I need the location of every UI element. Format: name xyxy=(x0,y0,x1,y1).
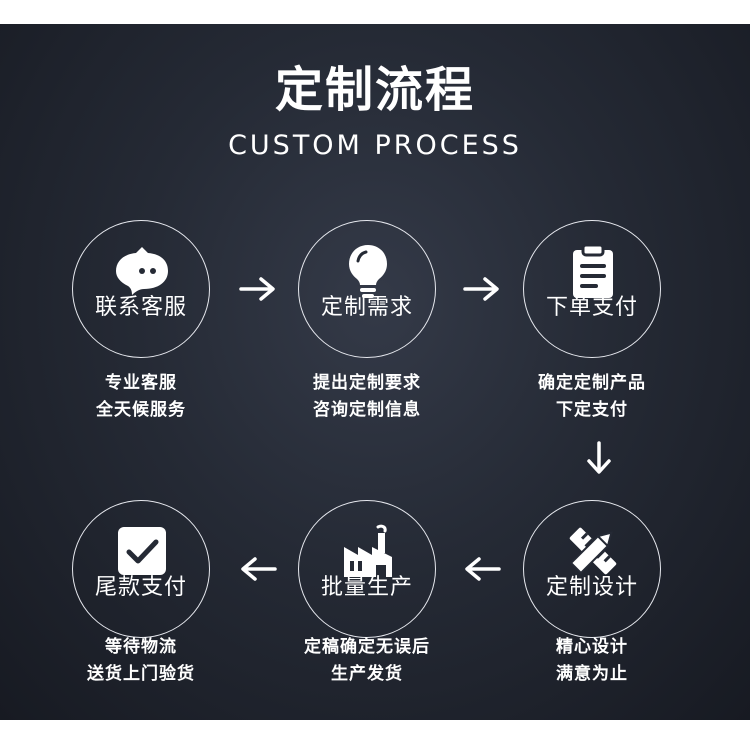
step-label: 尾款支付 xyxy=(94,575,187,600)
arrow-left-icon xyxy=(241,557,277,581)
process-panel: 定制流程 CUSTOM PROCESS 联系客服 定制需求 下单支付 xyxy=(0,24,750,720)
step-description: 确定定制产品 下定支付 xyxy=(497,370,687,424)
clipboard-icon xyxy=(573,243,613,298)
chat-bubble-icon xyxy=(116,247,168,295)
description-line: 提出定制要求 xyxy=(313,373,421,393)
step-label: 定制设计 xyxy=(545,575,638,600)
arrow-left-icon xyxy=(465,557,501,581)
page-title: 定制流程 xyxy=(274,62,475,118)
checked-box-icon xyxy=(118,527,166,575)
step-contact-service: 联系客服 xyxy=(72,220,210,358)
description-line: 送货上门验货 xyxy=(87,664,195,684)
arrow-right-icon xyxy=(239,277,275,301)
light-bulb-icon xyxy=(349,245,387,298)
description-line: 全天候服务 xyxy=(96,400,186,420)
step-description: 定稿确定无误后 生产发货 xyxy=(272,634,462,688)
step-label: 定制需求 xyxy=(320,295,413,320)
step-custom-requirements: 定制需求 xyxy=(298,220,436,358)
step-description: 等待物流 送货上门验货 xyxy=(46,634,236,688)
step-final-payment: 尾款支付 xyxy=(72,500,210,638)
factory-icon xyxy=(344,524,392,577)
description-line: 咨询定制信息 xyxy=(313,400,421,420)
description-line: 等待物流 xyxy=(105,637,177,657)
page-subtitle: CUSTOM PROCESS xyxy=(228,130,522,161)
step-description: 精心设计 满意为止 xyxy=(497,634,687,688)
description-line: 专业客服 xyxy=(105,373,177,393)
step-description: 提出定制要求 咨询定制信息 xyxy=(272,370,462,424)
step-label: 联系客服 xyxy=(94,295,187,320)
step-label: 下单支付 xyxy=(545,295,638,320)
arrow-right-icon xyxy=(463,277,499,301)
description-line: 满意为止 xyxy=(556,664,628,684)
description-line: 定稿确定无误后 xyxy=(304,637,430,657)
arrow-down-icon xyxy=(587,441,611,474)
ruler-pencil-icon xyxy=(569,527,617,575)
step-label: 批量生产 xyxy=(320,575,413,600)
description-line: 生产发货 xyxy=(331,664,403,684)
step-description: 专业客服 全天候服务 xyxy=(46,370,236,424)
step-custom-design: 定制设计 xyxy=(523,500,661,638)
description-line: 下定支付 xyxy=(556,400,628,420)
step-mass-production: 批量生产 xyxy=(298,500,436,638)
description-line: 确定定制产品 xyxy=(538,373,646,393)
step-order-payment: 下单支付 xyxy=(523,220,661,358)
description-line: 精心设计 xyxy=(556,637,628,657)
